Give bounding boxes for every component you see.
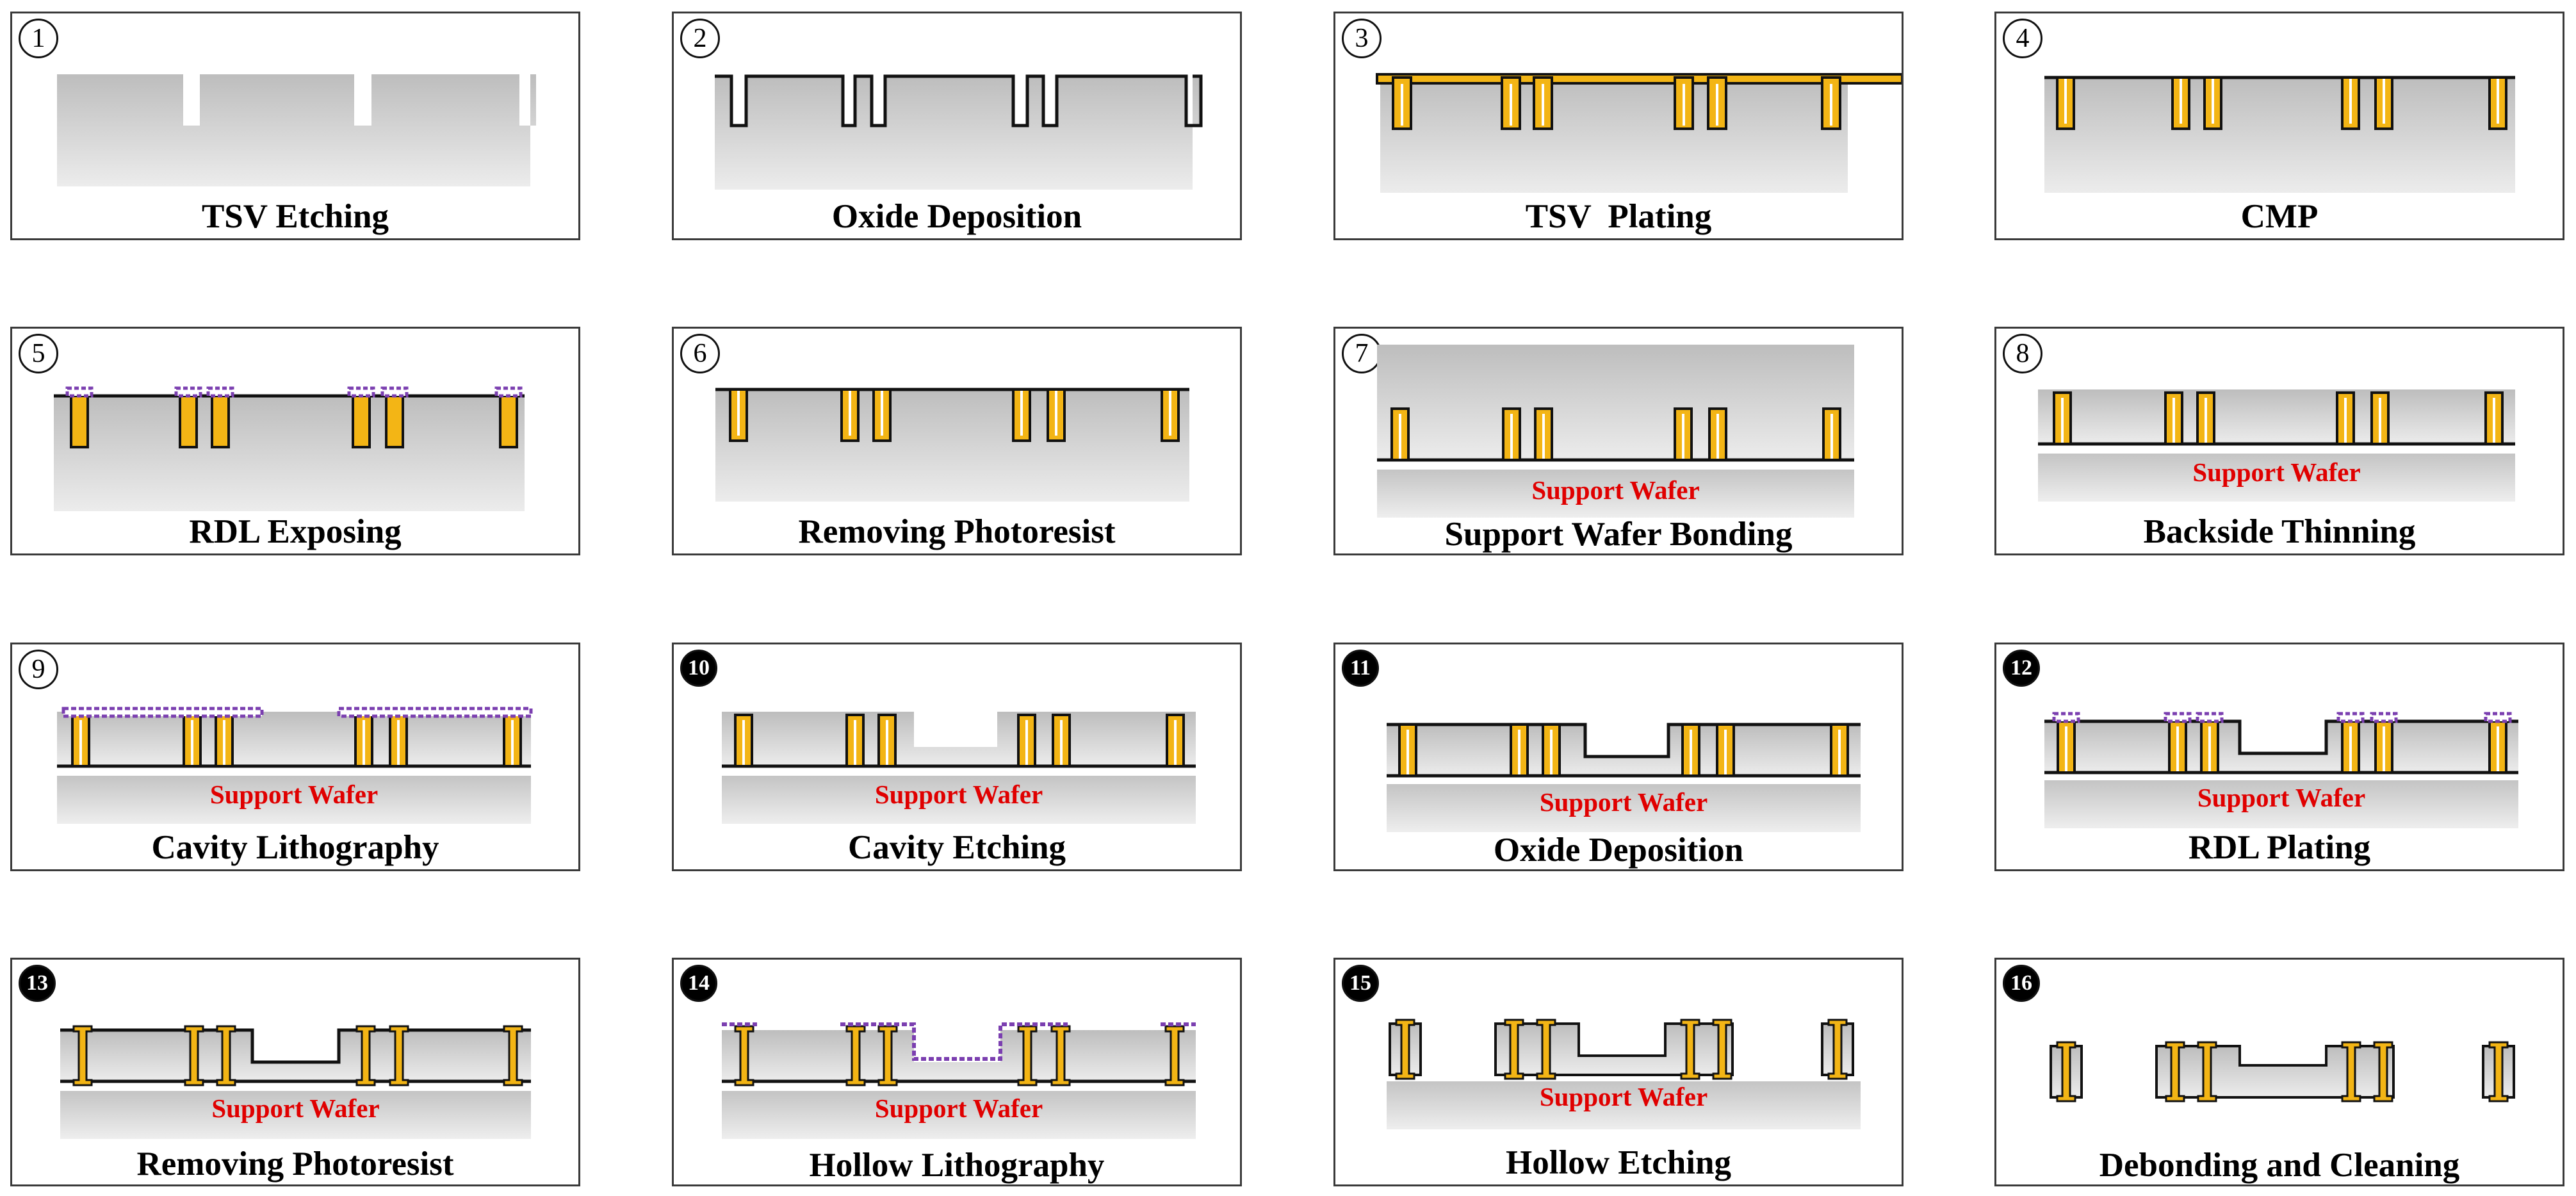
step-number: 11 [1342,650,1379,687]
wafer-cross-section [715,388,1189,502]
step-number: 6 [680,334,720,373]
wafer-cross-section [54,386,525,511]
process-step-2: 2 Oxide Deposition [672,12,1242,240]
step-title: Removing Photoresist [136,1145,454,1183]
step-title: Oxide Deposition [1493,831,1744,869]
wafer-cross-section [1387,723,1861,832]
step-title: Hollow Lithography [809,1147,1105,1184]
process-step-5: 5 RDL Exposing [10,327,580,555]
step-title: Oxide Deposition [831,198,1082,235]
step-number: 9 [19,650,58,689]
step-number: 13 [19,965,56,1002]
process-step-9: 9 Support Wafer Cavity Lithography [10,643,580,871]
process-step-13: 13 Support Wafer Removing Photoresist [10,958,580,1186]
wafer-cross-section [60,1025,531,1139]
wafer-cross-section [1387,1019,1861,1129]
step-title: Hollow Etching [1506,1144,1731,1181]
process-step-12: 12 Support Wafer RDL Plating [1994,643,2564,871]
wafer-cross-section [1377,345,1854,518]
support-wafer-label: Support Wafer [874,1094,1043,1123]
process-step-10: 10 Support Wafer Cavity Etching [672,643,1242,871]
support-wafer-label: Support Wafer [1539,1082,1708,1111]
step-number: 1 [19,19,58,58]
process-step-15: 15 Support Wafer Hollow Etching [1333,958,1903,1186]
step-number: 10 [680,650,717,687]
wafer-cross-section [57,707,533,824]
process-step-1: 1 TSV Etching [10,12,580,240]
step-number: 16 [2003,965,2040,1002]
step-title: CMP [2240,198,2319,235]
wafer-cross-section [2050,1041,2515,1102]
support-wafer-label: Support Wafer [2197,783,2366,812]
wafer-cross-section [2044,712,2518,828]
support-wafer-label: Support Wafer [1531,475,1700,505]
step-title: Backside Thinning [2143,513,2416,550]
step-title: RDL Exposing [189,513,402,550]
step-title: Debonding and Cleaning [2099,1147,2460,1184]
step-number: 3 [1342,19,1382,58]
wafer-cross-section [722,712,1196,824]
process-step-11: 11 Support Wafer Oxide Deposition [1333,643,1903,871]
process-step-14: 14 Support Wafer Hollow Lithography [672,958,1242,1186]
process-step-6: 6 Removing Photoresist [672,327,1242,555]
process-step-16: 16 Debonding and Cleaning [1994,958,2564,1186]
step-number: 4 [2003,19,2042,58]
step-title: Support Wafer Bonding [1444,516,1793,553]
step-number: 12 [2003,650,2040,687]
step-number: 5 [19,334,58,373]
step-number: 8 [2003,334,2042,373]
step-number: 15 [1342,965,1379,1002]
step-title: RDL Plating [2188,829,2371,866]
process-step-7: 7 Support Wafer Support Wafer Bonding [1333,327,1903,555]
step-title: TSV Plating [1525,198,1712,235]
process-step-4: 4 CMP [1994,12,2564,240]
wafer-cross-section [715,74,1203,190]
process-step-8: 8 Support Wafer Backside Thinning [1994,327,2564,555]
wafer-cross-section [722,1022,1196,1139]
support-wafer-label: Support Wafer [209,780,379,809]
wafer-cross-section [1376,73,1902,193]
step-title: Removing Photoresist [798,513,1116,550]
wafer-cross-section [2044,76,2515,193]
support-wafer-label: Support Wafer [874,780,1043,809]
support-wafer-label: Support Wafer [1539,787,1708,817]
wafer-cross-section [57,74,536,186]
step-number: 2 [680,19,720,58]
support-wafer-label: Support Wafer [211,1094,380,1123]
process-step-3: 3 TSV Plating [1333,12,1903,240]
step-number: 14 [680,965,717,1002]
support-wafer-label: Support Wafer [2192,457,2361,487]
step-title: Cavity Lithography [151,829,439,866]
wafer-cross-section [2038,389,2515,502]
step-title: TSV Etching [201,198,389,235]
step-title: Cavity Etching [847,829,1066,866]
